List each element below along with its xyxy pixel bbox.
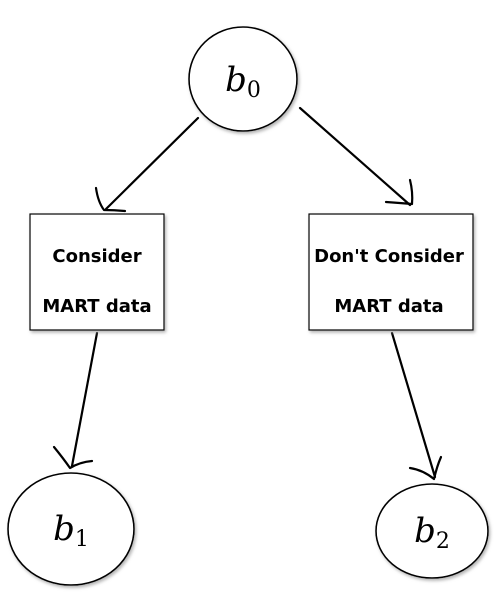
- edge-root-to-dont-consider: [298, 106, 414, 207]
- svg-text:b2: b2: [414, 511, 450, 554]
- box-consider-line2: MART data: [42, 296, 151, 317]
- edge-consider-to-b1: [52, 331, 99, 470]
- node-b2-subscript: 2: [436, 529, 450, 554]
- node-b0-base: b: [225, 60, 247, 100]
- arrowhead-icon: [94, 186, 127, 213]
- box-dont-consider-line2: MART data: [334, 296, 443, 317]
- node-b1: b1: [7, 472, 135, 586]
- node-b1-subscript: 1: [75, 527, 89, 552]
- arrowhead-icon: [384, 178, 414, 206]
- node-b1-base: b: [53, 509, 75, 549]
- node-b2-base: b: [414, 511, 436, 551]
- arrowhead-icon: [52, 445, 94, 470]
- edge-root-to-consider: [94, 116, 200, 213]
- node-b0-subscript: 0: [247, 78, 261, 103]
- node-b0: b0: [188, 26, 298, 132]
- node-b2: b2: [375, 483, 489, 579]
- box-consider-line1: Consider: [52, 246, 141, 267]
- box-dont-consider-line1: Don't Consider: [314, 246, 464, 267]
- svg-text:b0: b0: [225, 60, 261, 103]
- arrowhead-icon: [408, 455, 443, 481]
- box-consider-mart-data: Consider MART data: [29, 213, 165, 331]
- svg-text:b1: b1: [53, 509, 89, 552]
- box-dont-consider-mart-data: Don't Consider MART data: [308, 213, 474, 331]
- edge-dont-consider-to-b2: [390, 331, 443, 481]
